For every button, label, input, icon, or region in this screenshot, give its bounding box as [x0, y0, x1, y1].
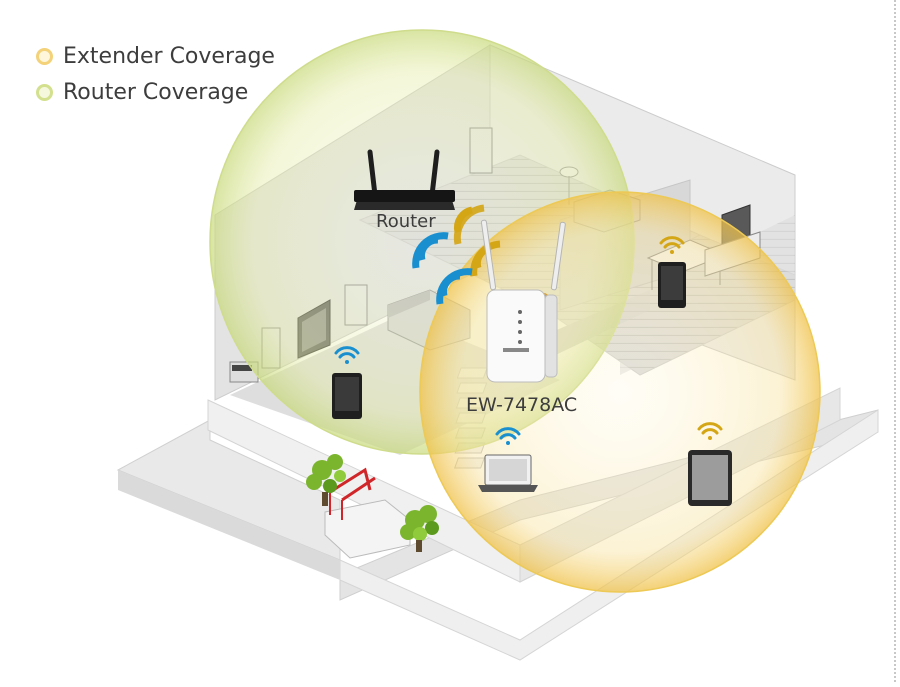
router-label: Router — [376, 211, 436, 232]
wifi-signal-icon — [697, 422, 723, 440]
plant-icon — [306, 454, 346, 506]
wifi-signal-icon — [495, 427, 521, 445]
legend-item-router: Router Coverage — [36, 74, 275, 110]
extender-label: EW-7478AC — [466, 394, 578, 416]
wifi-signal-icon — [412, 204, 501, 305]
legend-item-extender: Extender Coverage — [36, 38, 275, 74]
wifi-signal-icon — [659, 236, 685, 254]
entrance-steps — [324, 467, 411, 559]
router-icon — [354, 149, 455, 210]
page-edge-border — [894, 0, 896, 682]
wifi-signal-icon — [334, 346, 360, 364]
tablet-icon — [658, 262, 686, 308]
tablet-icon — [688, 450, 732, 506]
plant-icon — [400, 505, 439, 552]
legend-label-router: Router Coverage — [63, 79, 249, 105]
legend: Extender Coverage Router Coverage — [36, 38, 275, 110]
legend-label-extender: Extender Coverage — [63, 43, 275, 69]
laptop-icon — [478, 454, 538, 492]
router-coverage-swatch — [36, 83, 53, 101]
range-extender-icon — [480, 219, 566, 383]
extender-coverage-swatch — [36, 47, 53, 65]
phone-icon — [332, 373, 362, 419]
